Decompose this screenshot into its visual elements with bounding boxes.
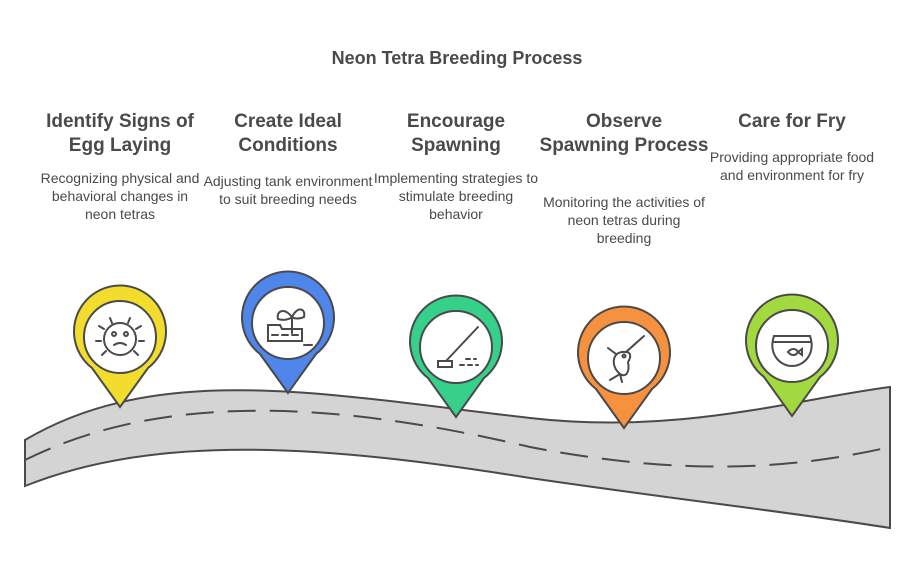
fishing-rod-icon	[437, 326, 479, 368]
fish-bowl-icon	[771, 335, 813, 368]
marlin-fish-icon	[607, 335, 645, 383]
pin-identify-signs	[73, 284, 167, 409]
step-title-care-for-fry: Care for Fry	[738, 111, 846, 132]
step-desc-care-for-fry: Providing appropriate food and environme…	[709, 149, 875, 183]
road-center-line	[24, 409, 891, 468]
aquarium-plant-icon	[267, 308, 313, 346]
step-desc-create-conditions: Adjusting tank environment to suit breed…	[203, 173, 373, 207]
step-title-observe-spawning: Observe Spawning Process	[539, 111, 709, 156]
diagram-title: Neon Tetra Breeding Process	[331, 48, 583, 68]
step-desc-observe-spawning: Monitoring the activities of neon tetras…	[543, 194, 705, 246]
pin-observe-spawning	[577, 305, 671, 430]
pin-care-for-fry	[745, 293, 839, 418]
step-title-encourage-spawning: Encourage Spawning	[406, 111, 506, 156]
puffer-fish-icon	[95, 317, 145, 356]
pin-create-conditions	[241, 270, 335, 395]
road	[24, 385, 891, 530]
step-desc-identify-signs: Recognizing physical and behavioral chan…	[40, 170, 200, 222]
step-title-create-conditions: Create Ideal Conditions	[234, 111, 342, 156]
step-title-identify-signs: Identify Signs of Egg Laying	[46, 111, 194, 156]
pin-encourage-spawning	[409, 294, 503, 419]
step-desc-encourage-spawning: Implementing strategies to stimulate bre…	[373, 170, 539, 222]
